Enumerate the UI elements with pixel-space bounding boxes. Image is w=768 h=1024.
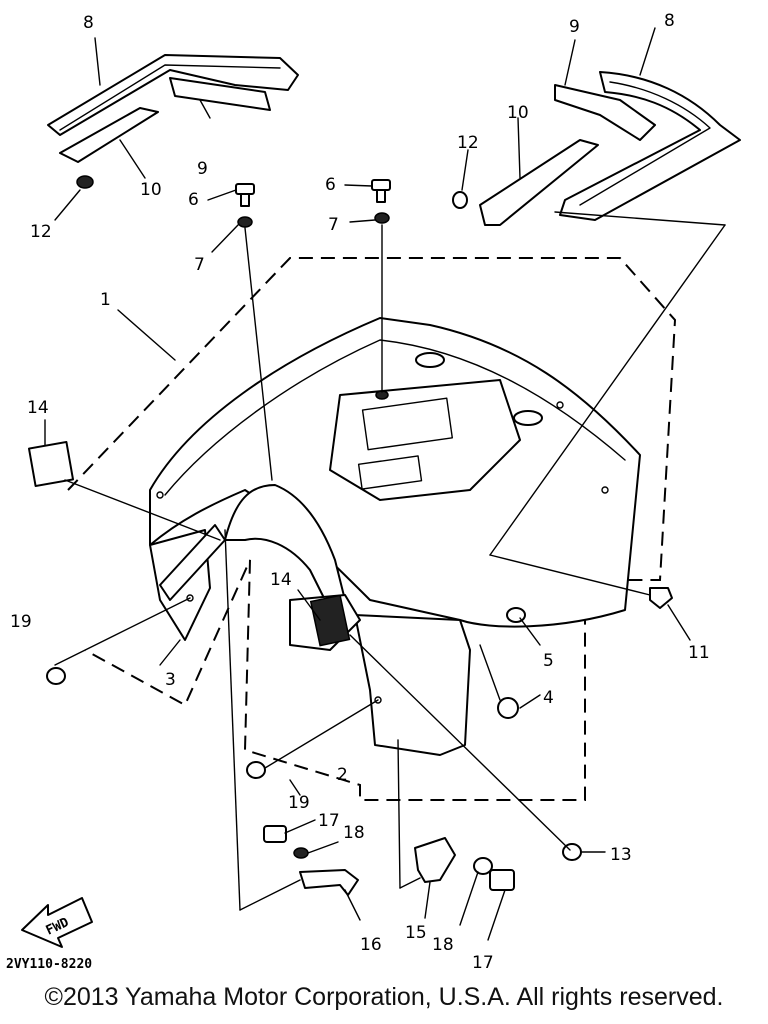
bolt-6-right [371, 179, 391, 224]
callout-19-left: 19 [10, 612, 32, 632]
callout-13: 13 [610, 845, 632, 865]
nut-5 [506, 607, 526, 623]
mud-flap-part [289, 594, 471, 756]
callout-12-right: 12 [457, 133, 479, 153]
callout-18-right: 18 [432, 935, 454, 955]
bolt-6-left [235, 183, 255, 228]
callout-19-lower: 19 [288, 793, 310, 813]
callout-17-left: 17 [318, 811, 340, 831]
bracket-16-group [263, 825, 359, 896]
callout-6-right: 6 [325, 175, 336, 195]
callout-1: 1 [100, 290, 111, 310]
callout-17-right: 17 [472, 953, 494, 973]
callout-5: 5 [543, 651, 554, 671]
bolt-11 [649, 587, 673, 609]
screw-19-lower [246, 761, 266, 779]
copyright-notice: ©2013 Yamaha Motor Corporation, U.S.A. A… [44, 983, 724, 1011]
fwd-arrow-icon: FWD [21, 897, 93, 948]
callout-15: 15 [405, 923, 427, 943]
callout-8-right: 8 [664, 11, 675, 31]
callout-16: 16 [360, 935, 382, 955]
left-bracket-group [47, 54, 299, 189]
callout-9-right: 9 [569, 17, 580, 37]
callout-7-left: 7 [194, 255, 205, 275]
assembly-outline-rear-fender [67, 257, 677, 801]
callout-11: 11 [688, 643, 710, 663]
callout-14-center: 14 [270, 570, 292, 590]
callout-10-left: 10 [140, 180, 162, 200]
callout-9-left: 9 [197, 159, 208, 179]
label-sticker-14 [27, 440, 75, 488]
callout-10-right: 10 [507, 103, 529, 123]
leader-lines [44, 27, 726, 941]
bracket-15-group [414, 837, 515, 891]
callout-12-left: 12 [30, 222, 52, 242]
diagram-code: 2VY110-8220 [6, 957, 92, 972]
callout-8-left: 8 [83, 13, 94, 33]
callout-2: 2 [337, 765, 348, 785]
callout-7-right: 7 [328, 215, 339, 235]
rear-fender-exploded-diagram: FWD 8 9 10 12 6 7 6 7 9 8 10 12 1 14 19 … [6, 11, 741, 973]
callout-4: 4 [543, 688, 554, 708]
callout-14-left: 14 [27, 398, 49, 418]
callout-6-left: 6 [188, 190, 199, 210]
callout-3: 3 [165, 670, 176, 690]
rear-fender-part [149, 317, 641, 644]
screw-19-left [46, 667, 66, 685]
right-bracket-group [452, 71, 741, 226]
callout-18-left: 18 [343, 823, 365, 843]
grommet-4 [497, 697, 519, 719]
